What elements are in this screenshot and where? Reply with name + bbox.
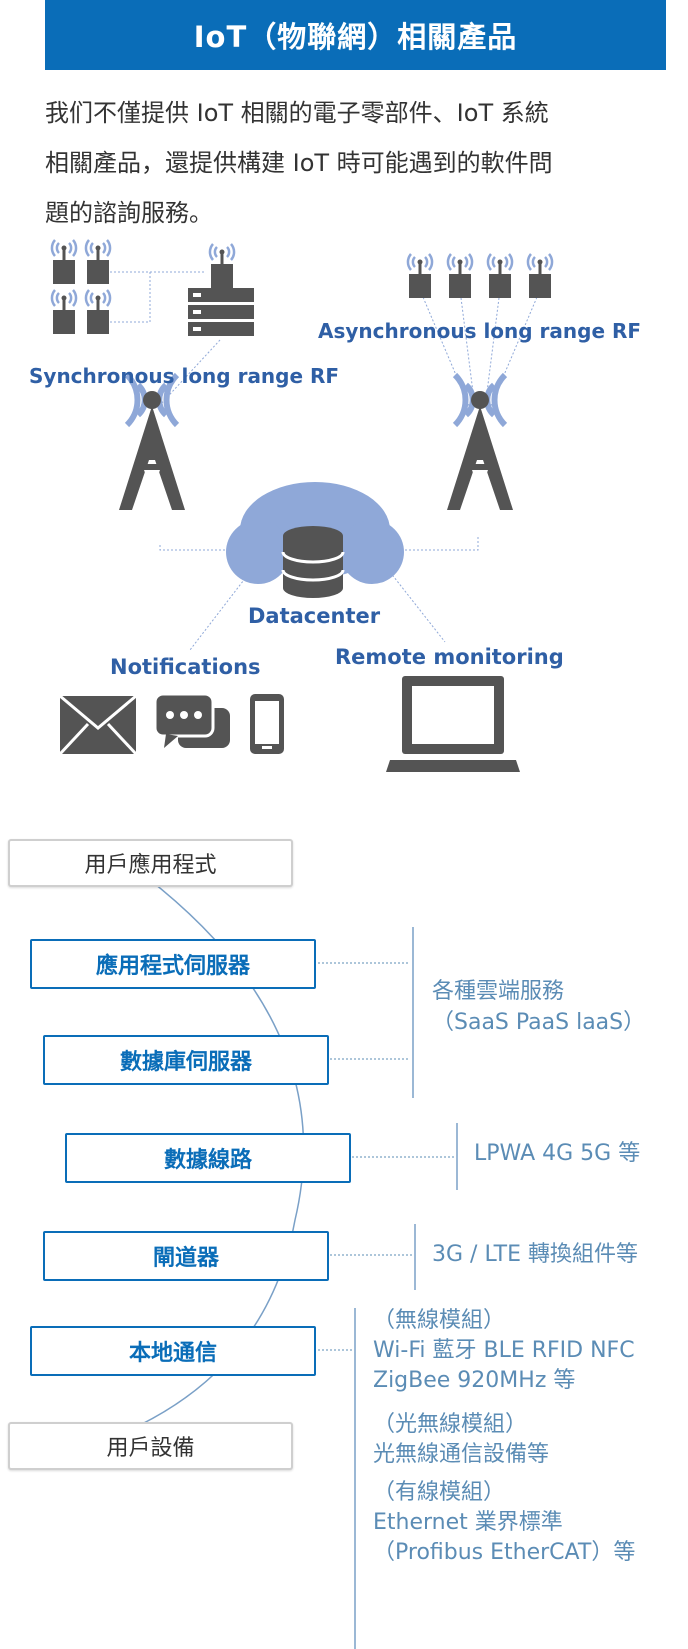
gateway-icon <box>188 242 254 336</box>
desc-line: Ethernet 業界標準 <box>373 1510 563 1535</box>
db-server-box: 數據庫伺服器 <box>43 1035 329 1085</box>
intro-text: 我们不僅提供 IoT 相關的電子零部件、IoT 系統 相關產品，還提供構建 Io… <box>45 88 675 238</box>
notifications-label: Notifications <box>110 655 261 679</box>
sync-rf-label: Synchronous long range RF <box>29 364 340 388</box>
sensor-icon <box>50 238 112 336</box>
async-rf-label: Asynchronous long range RF <box>318 319 642 343</box>
desc-line: 各種雲端服務 <box>432 979 565 1004</box>
laptop-icon <box>386 676 520 772</box>
datacenter-label: Datacenter <box>248 604 381 628</box>
desc-line: 光無線通信設備等 <box>373 1442 550 1467</box>
desc-line: Wi-Fi 藍牙 BLE RFID NFC <box>373 1338 635 1363</box>
user-app-box: 用戶應用程式 <box>8 839 293 887</box>
gateway-box: 閘道器 <box>43 1231 329 1281</box>
desc-line: ZigBee 920MHz 等 <box>373 1368 576 1393</box>
cloud-services-desc: 各種雲端服務 （SaaS PaaS laaS） <box>432 976 645 1038</box>
sensor-icon <box>406 252 554 300</box>
desc-line: （光無線模組） <box>373 1412 528 1437</box>
intro-line: 相關產品，還提供構建 IoT 時可能遇到的軟件問 <box>45 149 553 177</box>
local-comm-box: 本地通信 <box>30 1326 316 1376</box>
desc-line: （Profibus EtherCAT）等 <box>373 1540 636 1565</box>
data-line-box: 數據線路 <box>65 1133 351 1183</box>
data-line-desc: LPWA 4G 5G 等 <box>474 1141 641 1166</box>
local-comm-desc: （無線模組） Wi-Fi 藍牙 BLE RFID NFC ZigBee 920M… <box>373 1306 635 1568</box>
remote-monitoring-label: Remote monitoring <box>335 645 564 669</box>
desc-line: （無線模組） <box>373 1308 506 1333</box>
iot-network-diagram <box>50 238 554 772</box>
gateway-desc: 3G / LTE 轉換組件等 <box>432 1242 639 1267</box>
app-server-box: 應用程式伺服器 <box>30 939 316 989</box>
mail-icon <box>58 694 138 756</box>
chat-icon <box>153 692 230 748</box>
tower-icon <box>119 375 185 510</box>
database-icon <box>281 526 345 598</box>
user-device-box: 用戶設備 <box>8 1422 293 1470</box>
tower-icon <box>447 375 513 510</box>
intro-line: 題的諮詢服務。 <box>45 199 213 227</box>
phone-icon <box>250 694 284 754</box>
desc-line: （有線模組） <box>373 1480 506 1505</box>
page-title: IoT（物聯網）相關產品 <box>45 0 666 70</box>
desc-line: （SaaS PaaS laaS） <box>432 1010 646 1035</box>
intro-line: 我们不僅提供 IoT 相關的電子零部件、IoT 系統 <box>45 99 549 127</box>
